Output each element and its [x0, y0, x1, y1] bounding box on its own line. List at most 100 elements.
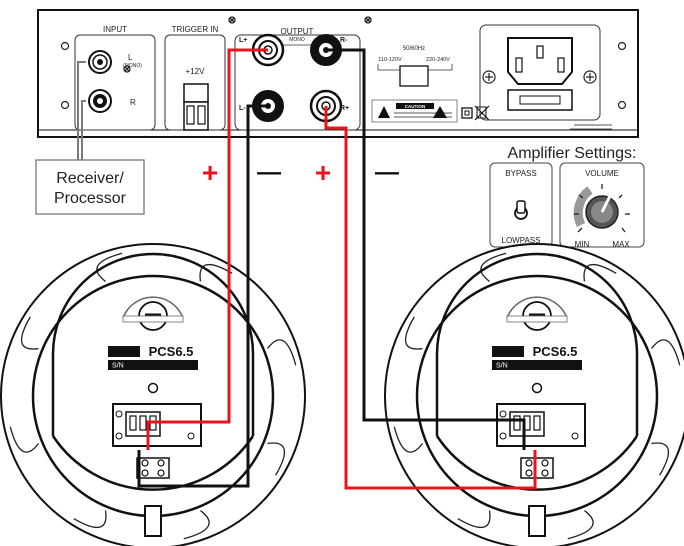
voltage-switch[interactable] — [399, 65, 429, 87]
screw-icon — [525, 459, 533, 467]
mount-bracket — [136, 457, 170, 479]
rca-jack-right[interactable] — [88, 89, 112, 113]
grille-clip-detail — [457, 510, 491, 529]
speaker-model-label: PCS6.5 — [149, 344, 194, 359]
screw-icon — [499, 432, 507, 440]
screw-icon — [617, 100, 627, 110]
caution-label: CAUTION — [371, 99, 458, 123]
terminal-slot — [533, 415, 541, 431]
level-dial-arc — [122, 296, 184, 319]
bypass-label: BYPASS — [505, 169, 536, 178]
rca-jack-left[interactable] — [88, 50, 112, 74]
settings-title: Amplifier Settings: — [508, 145, 637, 162]
min-label: MIN — [575, 240, 590, 249]
output-label: OUTPUT — [281, 27, 314, 36]
out-rplus-label: R+ — [340, 105, 349, 112]
trigger-terminal-block[interactable] — [183, 83, 209, 131]
screw-icon — [583, 70, 597, 84]
amplifier-settings: Amplifier Settings: BYPASS LOWPASS VOLUM… — [489, 145, 645, 249]
speaker-housing-bottom — [51, 435, 255, 491]
mount-clip — [528, 505, 546, 537]
grille-clip-detail — [199, 263, 233, 282]
iec-power-socket[interactable] — [507, 37, 573, 85]
polarity-markers: + — + — — [202, 157, 399, 188]
grille-clip-detail — [480, 252, 507, 282]
out-lplus-label: L+ — [239, 37, 247, 44]
screw-icon — [141, 459, 149, 467]
max-label: MAX — [612, 240, 630, 249]
minus-marker-left: — — [257, 159, 281, 186]
grille-clip-detail — [567, 510, 594, 540]
grille-clip-detail — [73, 510, 107, 529]
receiver-connection: Receiver/ Processor — [35, 61, 145, 215]
volume-knob[interactable] — [573, 184, 630, 233]
amplifier-panel: INPUT L (MONO) R TRIGGER IN +12V — [37, 9, 639, 138]
screw-icon — [147, 382, 159, 394]
input-mono-label: (MONO) — [123, 63, 142, 69]
screw-icon — [60, 41, 70, 51]
trigger-label: TRIGGER IN — [172, 25, 219, 34]
speaker-housing-bottom — [435, 435, 639, 491]
wire-right-negative — [326, 48, 526, 450]
screw-icon — [499, 410, 507, 418]
speaker-housing — [435, 252, 639, 436]
speaker-housing — [51, 252, 255, 436]
speaker-sn-label: S/N — [496, 363, 508, 370]
terminal-slot — [513, 415, 521, 431]
v-high-label: 220-240V — [426, 57, 450, 63]
receiver-label-line1: Receiver/ — [56, 170, 124, 187]
screw-icon — [541, 459, 549, 467]
input-label: INPUT — [103, 25, 127, 34]
grille-clip-detail — [404, 316, 423, 350]
plus-marker-left: + — [202, 157, 218, 188]
screw-icon — [531, 382, 543, 394]
out-rminus-label: R- — [340, 37, 348, 44]
output-mono-label: MONO — [289, 37, 305, 43]
screw-icon — [482, 70, 496, 84]
level-dial-arc — [506, 296, 568, 319]
out-lminus-label: L- — [239, 105, 246, 112]
screw-icon — [115, 432, 123, 440]
level-dial-scale — [122, 315, 184, 323]
input-section: INPUT L (MONO) R — [74, 25, 156, 131]
screw-icon — [141, 469, 149, 477]
screw-icon — [571, 432, 579, 440]
speaker-sn-label: S/N — [112, 363, 124, 370]
terminal-slot — [139, 415, 147, 431]
grille-clip-detail — [183, 510, 210, 540]
v-low-label: 110-120V — [378, 57, 402, 63]
grille-clip-detail — [267, 339, 297, 366]
voltage-selector: 50/60Hz 110-120V 220-240V — [377, 46, 453, 87]
grille-clip-detail — [9, 426, 39, 453]
screw-icon — [60, 100, 70, 110]
fuse-drawer[interactable] — [507, 89, 573, 111]
grille-clip-detail — [393, 426, 423, 453]
mount-clip — [144, 505, 162, 537]
minus-marker-right: — — [375, 159, 399, 186]
mount-bracket — [520, 457, 554, 479]
serial-strip — [108, 360, 198, 370]
wires — [137, 48, 537, 490]
screw-icon — [617, 41, 627, 51]
trigger-section: TRIGGER IN +12V — [164, 25, 226, 131]
receiver-box — [35, 159, 145, 215]
speaker-model-label: PCS6.5 — [533, 344, 578, 359]
lowpass-label: LOWPASS — [502, 236, 541, 245]
screw-icon — [115, 410, 123, 418]
plus-marker-right: + — [315, 157, 331, 188]
wire-left-negative — [137, 104, 268, 488]
brand-logo-icon — [108, 346, 140, 357]
grille-clip-detail — [267, 442, 286, 476]
screw-icon — [541, 469, 549, 477]
screw-icon — [525, 469, 533, 477]
receiver-label-line2: Processor — [54, 190, 127, 207]
input-r-label: R — [130, 98, 136, 107]
screw-icon — [157, 459, 165, 467]
bypass-toggle-switch[interactable] — [514, 200, 528, 220]
wire-left-positive — [146, 48, 268, 450]
caution-text: CAUTION — [405, 104, 426, 109]
screw-icon — [187, 432, 195, 440]
hz-label: 50/60Hz — [403, 46, 425, 52]
